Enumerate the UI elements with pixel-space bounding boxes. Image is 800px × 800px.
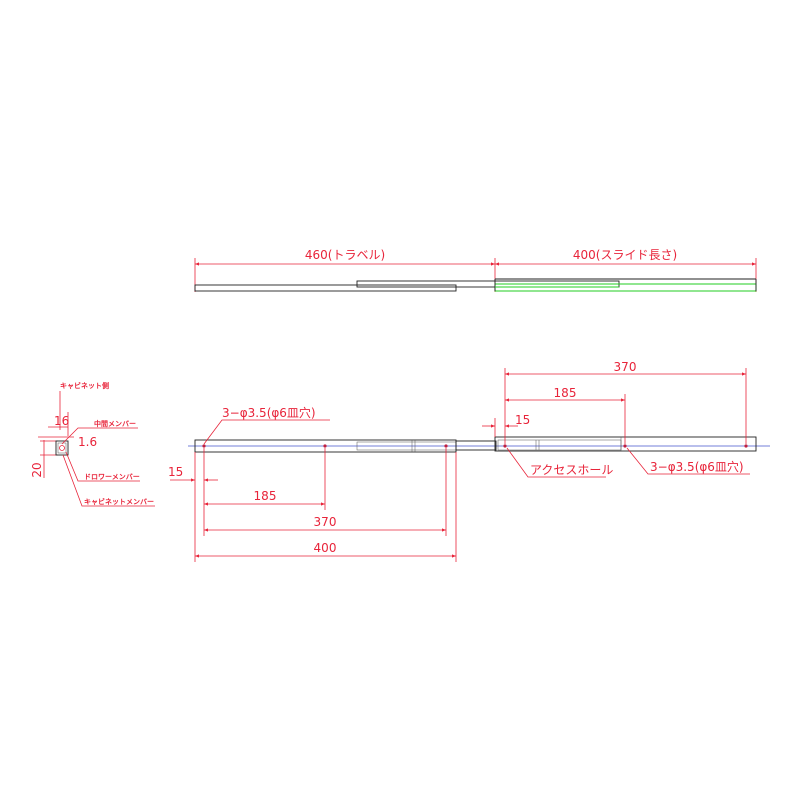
cross-section-view: キャビネット側 16 1.6 20 中間メンバー ドロワーメンバー キャビネット… [30, 381, 155, 507]
dim-16: 16 [54, 414, 69, 428]
hole-spec-left: 3−φ3.5(φ6皿穴) [222, 405, 316, 420]
dim-left-400: 400 [314, 541, 337, 555]
top-drawer-member [194, 284, 457, 292]
dim-left-370: 370 [314, 515, 337, 529]
dim-left-15: 15 [168, 465, 183, 479]
hole-right-1 [503, 444, 507, 448]
hole-left-2 [323, 444, 327, 448]
dim-left-185: 185 [254, 489, 277, 503]
hole-spec-right: 3−φ3.5(φ6皿穴) [650, 459, 744, 474]
dim-right-370: 370 [614, 360, 637, 374]
dim-1-6: 1.6 [78, 435, 97, 449]
travel-dimension-label: 460(トラベル) [305, 248, 385, 262]
hole-right-2 [623, 444, 627, 448]
dim-right-15: 15 [515, 413, 530, 427]
top-view: 460(トラベル) 400(スライド長さ) [194, 248, 757, 292]
dim-20: 20 [30, 462, 44, 477]
hole-left-3 [444, 444, 448, 448]
front-cabinet-member [494, 436, 757, 452]
front-middle-member [455, 440, 497, 451]
rail-profile [55, 440, 69, 456]
slide-length-dimension-label: 400(スライド長さ) [573, 248, 677, 262]
drawer-member-label: ドロワーメンバー [84, 473, 140, 481]
cabinet-member-label: キャビネットメンバー [84, 497, 154, 506]
dim-right-185: 185 [554, 386, 577, 400]
access-hole-label: アクセスホール [530, 463, 613, 477]
front-view: 3−φ3.5(φ6皿穴) 15 185 370 400 370 185 [168, 360, 770, 562]
middle-member-label: 中間メンバー [94, 419, 136, 428]
hole-right-3 [744, 444, 748, 448]
cabinet-side-label: キャビネット側 [60, 381, 109, 390]
hole-left-1 [202, 444, 206, 448]
